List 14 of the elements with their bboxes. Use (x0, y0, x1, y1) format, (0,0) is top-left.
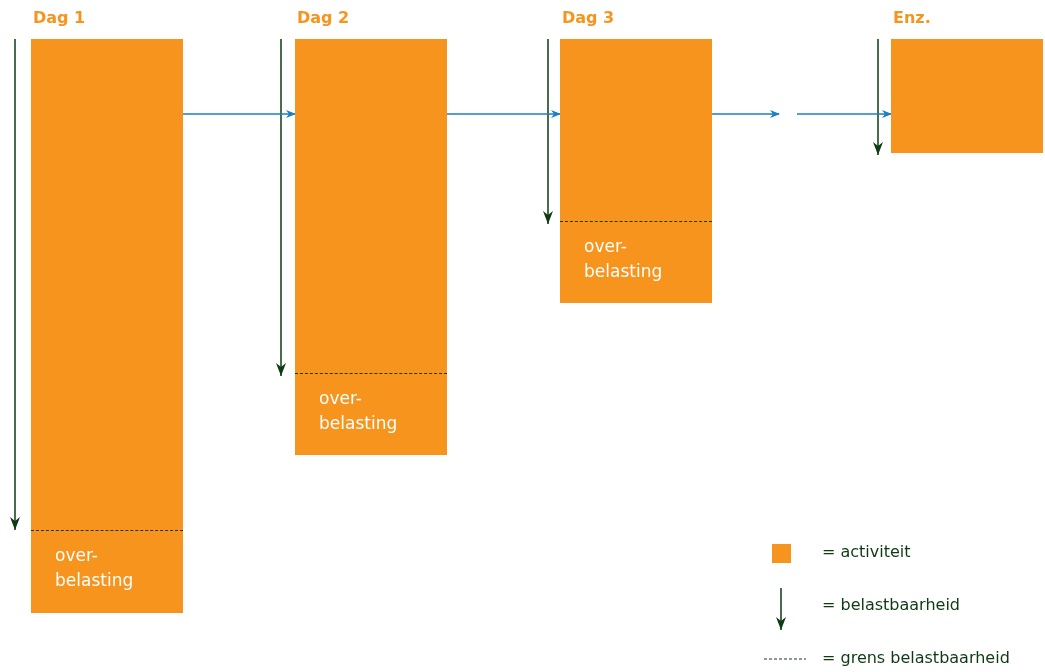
arrow (446, 110, 561, 118)
overload-label: over- belasting (55, 544, 135, 592)
day-heading: Dag 2 (297, 8, 350, 27)
legend-label: = belastbaarheid (822, 595, 960, 614)
arrow (711, 110, 780, 118)
overload-label: over- belasting (584, 235, 664, 283)
day-heading: Enz. (893, 8, 931, 27)
day-heading: Dag 1 (33, 8, 86, 27)
legend-label: = activiteit (822, 542, 911, 561)
legend-label: = grens belastbaarheid (822, 648, 1010, 667)
overload-label: over- belasting (319, 387, 399, 435)
arrow (182, 110, 296, 118)
arrow (796, 110, 892, 118)
day-heading: Dag 3 (562, 8, 615, 27)
